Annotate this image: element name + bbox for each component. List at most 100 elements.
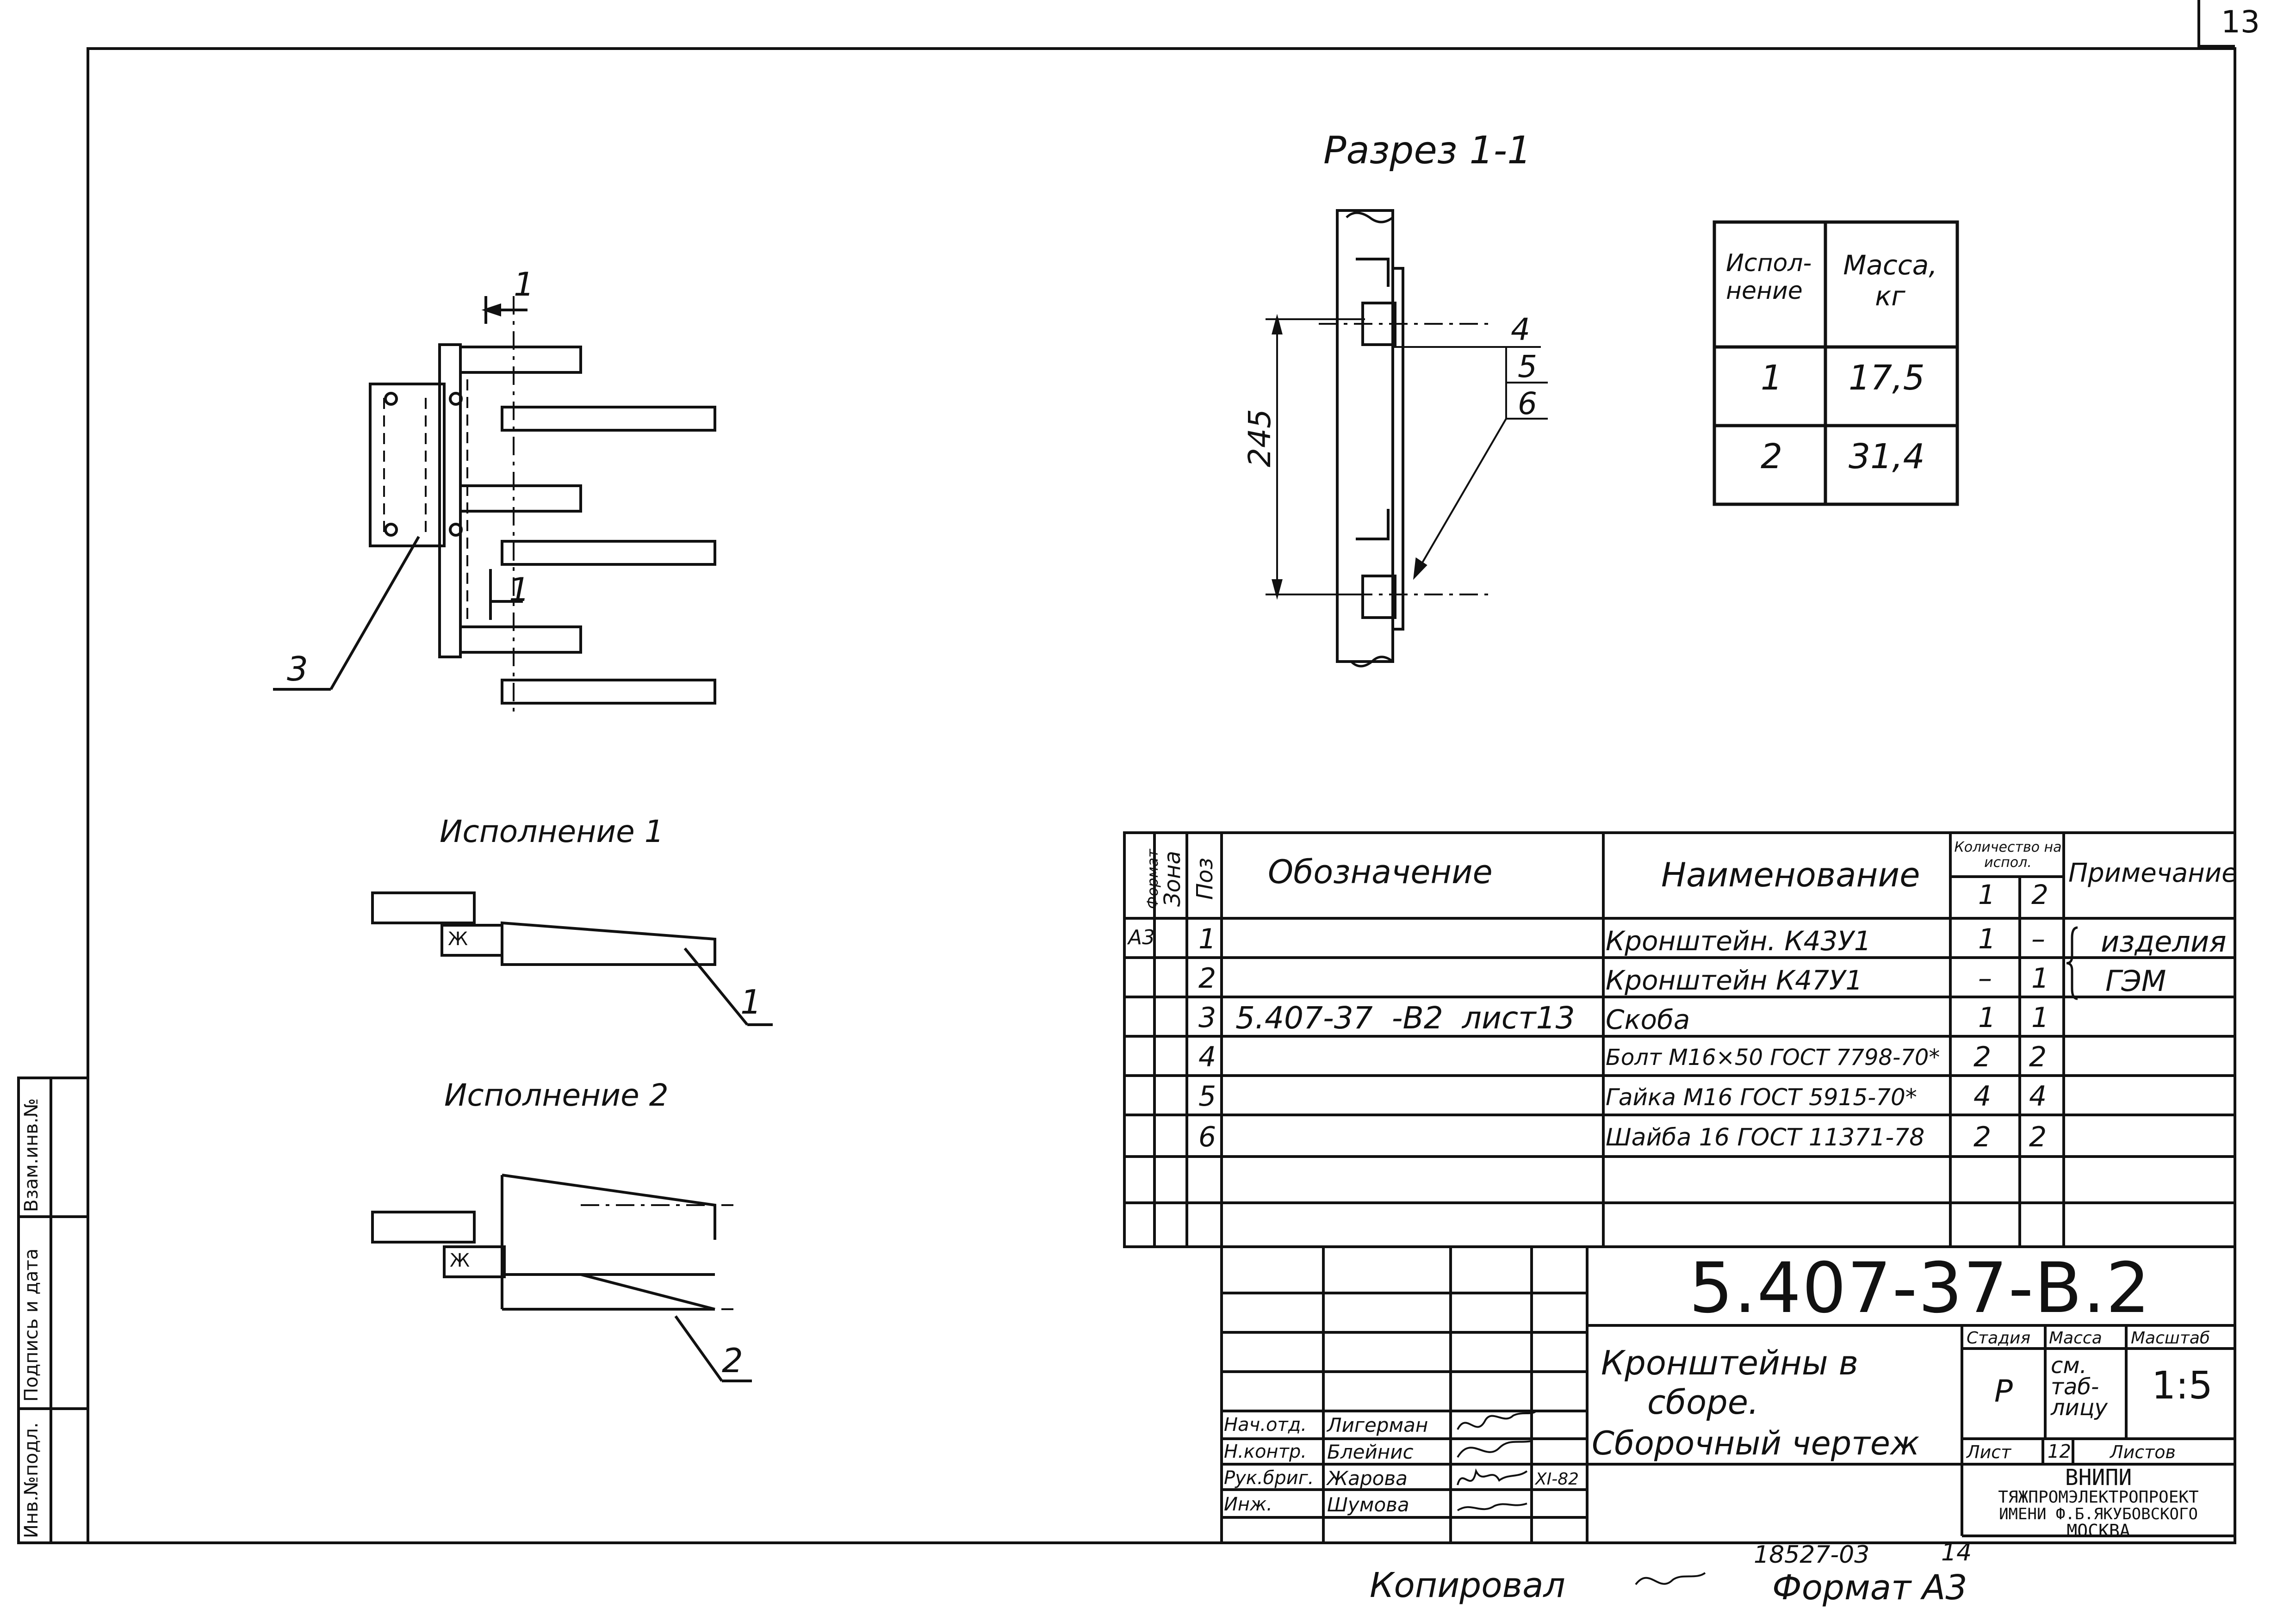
variant1-weld-mark: Ж	[448, 928, 468, 950]
mass-value: см. таб- лицу	[2051, 1353, 2108, 1421]
spec-row-name: Шайба 16 ГОСТ 11371-78	[1606, 1124, 1925, 1151]
signer-role: Рук.бриг.	[1224, 1467, 1314, 1489]
spec-row-q1: 4	[1973, 1080, 1992, 1113]
spec-header-zone: Зона	[1160, 851, 1185, 907]
signer-role: Инж.	[1224, 1494, 1272, 1515]
spec-row-name: Болт М16×50 ГОСТ 7798-70*	[1606, 1045, 1940, 1070]
mass-table-cell: 31,4	[1849, 437, 1925, 476]
drawing-title-line1: Кронштейны в	[1601, 1343, 1859, 1382]
section-callout-4: 4	[1511, 312, 1530, 347]
variant2-view	[371, 1174, 752, 1382]
signer-role: Нач.отд.	[1224, 1414, 1307, 1436]
variant2-title: Исполнение 2	[444, 1077, 669, 1113]
copy-sheet: 14	[1941, 1539, 1972, 1566]
org-line: ИМЕНИ Ф.Б.ЯКУБОВСКОГО	[1999, 1504, 2198, 1523]
drawing-frame	[87, 47, 2236, 1544]
mass-table-cell: 1	[1761, 358, 1783, 398]
spec-row-note: изделия	[2101, 925, 2227, 959]
section-mark-bottom: 1	[509, 571, 530, 609]
section-callout-5: 5	[1518, 349, 1537, 384]
scale-label: Масштаб	[2131, 1329, 2210, 1348]
spec-row-note: ГЭМ	[2105, 964, 2166, 998]
mass-table-header-variant: Испол-нение	[1726, 249, 1812, 305]
variant1-title: Исполнение 1	[440, 814, 664, 849]
spec-header-qty: Количество на испол.	[1954, 839, 2062, 871]
sheet-number: 13	[2221, 4, 2260, 40]
spec-row-q2: 4	[2029, 1080, 2047, 1113]
section-callout-6: 6	[1518, 386, 1537, 421]
variant1-callout: 1	[740, 983, 762, 1021]
spec-row-q2: 2	[2029, 1041, 2047, 1073]
spec-row-format: А3	[1128, 926, 1155, 949]
mass-table-cell: 17,5	[1849, 358, 1925, 398]
spec-row-name: Кронштейн К47У1	[1606, 965, 1863, 996]
spec-table-grid	[1123, 831, 2236, 1248]
spec-row-q1: 2	[1973, 1121, 1992, 1153]
signer-name: Шумова	[1327, 1493, 1409, 1516]
org-line: ТЯЖПРОМЭЛЕКТРОПРОЕКТ	[1998, 1487, 2199, 1507]
variant2-callout: 2	[722, 1341, 743, 1380]
section-view	[1266, 209, 1548, 668]
sheet-number-box	[2197, 0, 2235, 48]
sheet-value: 12	[2048, 1441, 2071, 1462]
plan-view	[273, 296, 716, 717]
org-line: МОСКВА	[2066, 1521, 2130, 1541]
mass-label: Масса	[2049, 1329, 2102, 1348]
copy-number: 18527-03	[1754, 1541, 1870, 1569]
mass-table-cell: 2	[1761, 437, 1783, 476]
spec-header-qty1: 1	[1978, 879, 1995, 910]
side-stamp-sign: Подпись и дата	[21, 1248, 42, 1402]
signer-name: Жарова	[1327, 1467, 1408, 1490]
side-stamp-replace: Взам.инв.№	[21, 1098, 42, 1212]
sheet-label: Лист	[1967, 1442, 2011, 1462]
signer-name: Блейнис	[1327, 1441, 1414, 1463]
spec-row-pos: 4	[1198, 1041, 1216, 1073]
signer-name: Лигерман	[1327, 1414, 1428, 1436]
title-block-grid	[1220, 1247, 2235, 1543]
scale-value: 1:5	[2152, 1364, 2213, 1408]
callout-3: 3	[287, 650, 308, 688]
format-label: Формат А3	[1772, 1568, 1967, 1608]
section-title: Разрез 1-1	[1323, 129, 1532, 173]
side-stamp-frame	[17, 1077, 89, 1544]
spec-header-qty2: 2	[2031, 879, 2048, 910]
spec-header-name: Наименование	[1661, 855, 1920, 894]
spec-header-format: Формат	[1144, 849, 1161, 909]
spec-row-name: Скоба	[1606, 1004, 1690, 1035]
section-dimension: 245	[1242, 409, 1278, 467]
spec-row-pos: 1	[1198, 923, 1216, 955]
signatures	[1457, 1410, 1706, 1585]
spec-row-pos: 6	[1198, 1121, 1216, 1153]
stage-label: Стадия	[1967, 1329, 2031, 1348]
spec-header-note: Примечание	[2068, 858, 2238, 888]
sheets-label: Листов	[2110, 1442, 2176, 1462]
mass-table-grid	[1713, 220, 1959, 506]
signer-role: Н.контр.	[1224, 1441, 1307, 1462]
spec-header-designation: Обозначение	[1268, 853, 1493, 891]
spec-row-name: Кронштейн. К43У1	[1606, 925, 1871, 957]
variant2-weld-mark: Ж	[450, 1250, 470, 1271]
spec-row-designation: 5.407-37 -В2 лист13	[1235, 1000, 1575, 1036]
spec-row-q2: 2	[2029, 1121, 2047, 1153]
spec-row-q1: 1	[1978, 923, 1996, 955]
section-mark-top: 1	[514, 266, 534, 303]
spec-row-q1: 1	[1978, 1002, 1996, 1034]
spec-row-q1: –	[1978, 962, 1992, 995]
spec-row-q2: 1	[2031, 1002, 2049, 1034]
side-stamp-inv: Инв.№подл.	[21, 1422, 42, 1538]
spec-row-pos: 3	[1198, 1002, 1216, 1034]
spec-row-pos: 5	[1198, 1080, 1216, 1113]
spec-row-q1: 2	[1973, 1041, 1992, 1073]
mass-table-header-mass: Масса, кг	[1843, 249, 1937, 312]
spec-row-pos: 2	[1198, 962, 1216, 995]
document-code: 5.407-37-В.2	[1689, 1248, 2151, 1329]
stage-value: Р	[1994, 1374, 2013, 1409]
spec-header-pos: Поз	[1192, 858, 1218, 900]
organization: ВНИПИ ТЯЖПРОМЭЛЕКТРОПРОЕКТ ИМЕНИ Ф.Б.ЯКУ…	[1962, 1466, 2235, 1540]
drawing-title-line3: Сборочный чертеж	[1592, 1424, 1920, 1462]
spec-row-q2: –	[2031, 923, 2045, 955]
spec-row-name: Гайка М16 ГОСТ 5915-70*	[1606, 1084, 1917, 1111]
copied-by: Копировал	[1370, 1565, 1565, 1605]
spec-row-q2: 1	[2031, 962, 2049, 995]
